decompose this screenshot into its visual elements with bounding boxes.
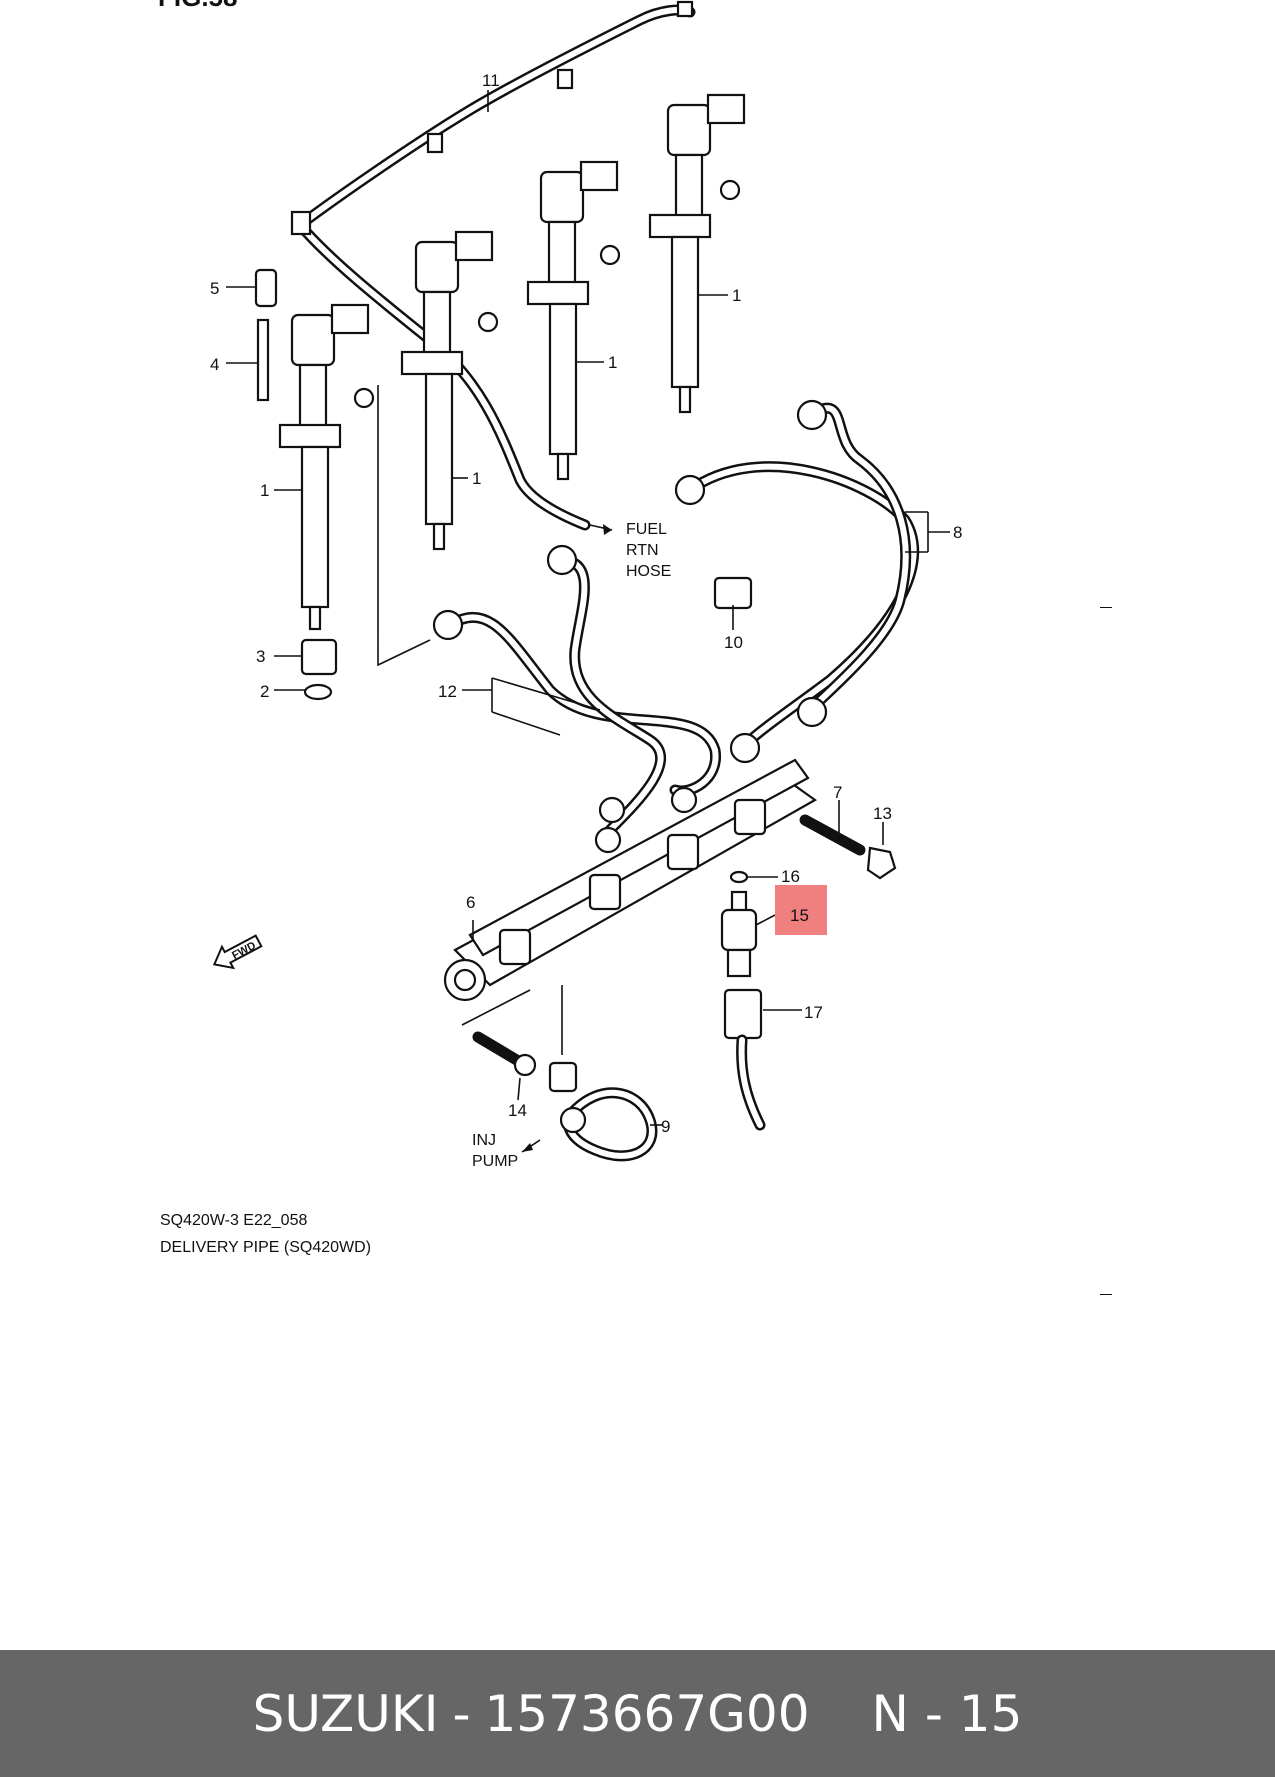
callout-6: 6 xyxy=(466,893,475,912)
callout-12: 12 xyxy=(438,682,457,701)
callout-17: 17 xyxy=(804,1003,823,1022)
footer-part-number: 1573667G00 xyxy=(484,1684,810,1743)
injector-1-front xyxy=(278,303,375,631)
callout-2: 2 xyxy=(260,682,269,701)
callout-13: 13 xyxy=(873,804,892,823)
part-10-sensor xyxy=(713,576,753,610)
inj-pump-label-2: PUMP xyxy=(472,1153,518,1170)
callout-8: 8 xyxy=(953,523,962,542)
part-4-stud xyxy=(256,318,270,402)
parts-diagram: FIG.58 xyxy=(158,0,962,1170)
figure-header: FIG.58 xyxy=(158,0,237,12)
fwd-arrow: FWD xyxy=(212,934,263,970)
injector-1-mid-rear xyxy=(526,160,621,481)
fuel-rtn-hose-label-1: FUEL xyxy=(626,521,667,538)
delivery-pipe-6 xyxy=(443,758,818,1002)
fuel-rtn-hose-label-3: HOSE xyxy=(626,563,671,580)
part-5-sleeve xyxy=(254,268,278,308)
part-16-ring xyxy=(729,870,749,884)
margin-tick-upper xyxy=(1100,607,1112,608)
injection-pipes-8 xyxy=(674,399,920,764)
callout-1-mid-front: 1 xyxy=(472,469,481,488)
footer-brand: SUZUKI xyxy=(252,1684,439,1743)
callout-3: 3 xyxy=(256,647,265,666)
diagram-code: SQ420W-3 E22_058 xyxy=(160,1212,308,1229)
part-17-harness-connector xyxy=(723,988,766,1131)
callout-15-highlight xyxy=(775,885,827,935)
callout-11: 11 xyxy=(482,71,500,90)
callout-9: 9 xyxy=(661,1117,670,1136)
part-3-seal xyxy=(300,638,338,676)
part-2-washer xyxy=(303,683,333,701)
part-footer: SUZUKI - 1573667G00 N - 15 xyxy=(0,1650,1275,1777)
callout-7: 7 xyxy=(833,783,842,802)
callout-10: 10 xyxy=(724,633,743,652)
injector-1-rear xyxy=(648,93,746,414)
fuel-rtn-hose-label-2: RTN xyxy=(626,542,659,559)
footer-separator: - xyxy=(452,1684,471,1743)
callout-1-mid-rear: 1 xyxy=(608,353,617,372)
callout-1-front: 1 xyxy=(260,481,269,500)
callout-15: 15 xyxy=(790,906,809,925)
part-14-bolt xyxy=(472,1031,526,1068)
margin-tick-lower xyxy=(1100,1294,1112,1295)
callout-16: 16 xyxy=(781,867,800,886)
part-7-bolt xyxy=(799,814,866,856)
callout-14: 14 xyxy=(508,1101,527,1120)
callout-5: 5 xyxy=(210,279,219,298)
footer-item-number: N - 15 xyxy=(871,1684,1023,1743)
svg-text:FWD: FWD xyxy=(230,940,258,962)
inj-pump-label-1: INJ xyxy=(472,1132,496,1149)
part-15-pressure-sensor xyxy=(720,890,758,978)
injection-pipes-12 xyxy=(432,544,721,836)
part-9-pump-pipe xyxy=(548,1061,658,1162)
callout-4: 4 xyxy=(210,355,219,374)
return-hose-11 xyxy=(290,0,696,531)
injector-1-mid-front xyxy=(400,230,499,551)
diagram-title: DELIVERY PIPE (SQ420WD) xyxy=(160,1239,372,1256)
part-13-nut xyxy=(866,846,897,880)
callout-1-rear: 1 xyxy=(732,286,741,305)
